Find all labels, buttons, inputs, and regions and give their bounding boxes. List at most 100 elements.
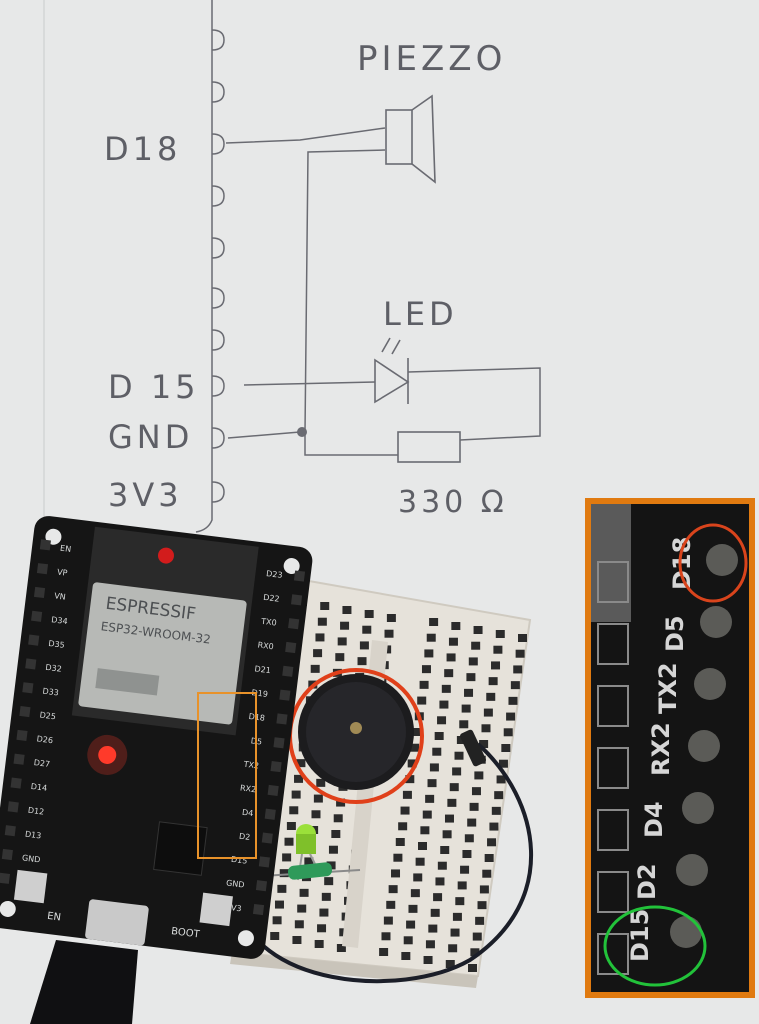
breadboard-hole: [489, 822, 499, 831]
inset-pin-pad: [688, 730, 720, 762]
breadboard-hole: [286, 822, 296, 830]
header-pin: [258, 856, 270, 868]
breadboard-hole: [445, 960, 455, 968]
breadboard-hole: [282, 853, 292, 862]
breadboard-hole: [479, 740, 489, 748]
breadboard-hole: [415, 857, 425, 866]
breadboard-hole: [291, 790, 301, 799]
breadboard-hole: [296, 759, 306, 768]
header-pin-label: GND: [226, 878, 245, 889]
inset-pin-pad: [670, 916, 702, 948]
breadboard-hole: [274, 900, 284, 909]
breadboard-hole: [466, 673, 476, 682]
header-pin: [10, 777, 22, 789]
breadboard-hole: [326, 861, 336, 870]
pin-d15-label: D 15: [108, 368, 200, 406]
header-pin: [7, 801, 19, 813]
led-label: LED: [383, 295, 458, 333]
pin-d18-label: D18: [104, 130, 181, 168]
breadboard-hole: [482, 869, 492, 878]
resistor-value-label: 330 Ω: [398, 485, 508, 520]
breadboard-hole: [464, 834, 474, 843]
header-pin: [28, 634, 40, 646]
inset-pin-pad: [676, 854, 708, 886]
breadboard-hole: [413, 873, 423, 882]
header-pin: [25, 658, 37, 670]
header-pin-label: D19: [251, 688, 268, 699]
inset-smd-pad: [597, 933, 629, 975]
header-pin-label: D23: [266, 569, 283, 580]
breadboard-hole: [450, 928, 460, 937]
breadboard-hole: [506, 712, 516, 721]
inset-pin-label: D18: [668, 537, 696, 590]
header-pin: [293, 570, 306, 582]
inset-smd-pad: [597, 561, 629, 603]
header-pin: [264, 808, 276, 820]
breadboard-hole: [508, 696, 518, 705]
breadboard-hole: [418, 842, 427, 850]
breadboard-hole: [462, 850, 472, 858]
header-pin-label: D35: [48, 639, 65, 650]
breadboard-hole: [420, 826, 430, 835]
breadboard-hole: [423, 956, 433, 964]
breadboard-hole: [426, 633, 436, 642]
left-header: ENVPVND34D35D32D33D25D26D27D14D12D13GNDV…: [0, 539, 72, 888]
breadboard-hole: [491, 661, 501, 670]
header-pin-label: D22: [263, 593, 280, 604]
piezo-buzzer: [298, 674, 414, 790]
breadboard-hole: [469, 802, 479, 811]
esp32-devkit: ESPRESSIF ESP32-WROOM-32 ENVPVND34D35D32…: [0, 516, 313, 959]
inset-pin-label: RX2: [647, 722, 675, 776]
inset-pin-pads: [597, 544, 738, 975]
breadboard-hole: [452, 767, 462, 776]
breadboard-hole: [297, 904, 307, 913]
header-pin-label: RX0: [257, 640, 274, 651]
breadboard-hole: [336, 944, 346, 952]
breadboard-hole: [319, 908, 329, 917]
header-pin: [252, 903, 265, 916]
breadboard-hole: [272, 916, 282, 925]
breadboard-hole: [515, 649, 525, 658]
breadboard-hole: [417, 696, 427, 705]
usb-cable: [30, 940, 138, 1024]
header-pin: [285, 641, 297, 654]
breadboard-hole: [435, 877, 445, 886]
header-pin: [261, 832, 273, 844]
breadboard-hole: [447, 798, 457, 807]
breadboard-hole: [441, 684, 451, 693]
en-button[interactable]: [13, 869, 48, 904]
breadboard-hole: [328, 845, 338, 854]
breadboard-hole: [430, 908, 440, 917]
breadboard-hole: [513, 665, 523, 674]
breadboard-hole: [402, 790, 412, 799]
header-pin-label: D2: [239, 832, 251, 842]
header-pin: [4, 825, 16, 837]
inset-pin-pad: [700, 606, 732, 638]
breadboard-hole: [472, 932, 482, 941]
piezo-symbol: [385, 94, 436, 184]
boot-button[interactable]: [199, 892, 233, 927]
breadboard-hole: [457, 881, 467, 890]
header-pin: [290, 594, 303, 606]
breadboard-hole: [444, 669, 454, 678]
breadboard-hole: [410, 889, 420, 898]
boot-button-label: BOOT: [171, 926, 202, 941]
breadboard-hole: [439, 700, 449, 709]
header-pin-label: TX0: [260, 617, 277, 628]
breadboard-hole: [333, 814, 343, 823]
breadboard-hole: [310, 664, 320, 673]
inset-smd-pad: [597, 809, 629, 851]
breadboard-hole: [320, 602, 330, 610]
header-pin: [19, 706, 31, 718]
breadboard-hole: [388, 885, 398, 894]
breadboard-hole: [410, 743, 420, 752]
breadboard-hole: [454, 751, 464, 760]
inset-smd-pad: [597, 747, 629, 789]
breadboard-hole: [384, 629, 394, 638]
breadboard-hole: [357, 657, 367, 666]
header-pin-label: D26: [36, 734, 53, 745]
header-pin: [1, 848, 13, 861]
inset-pin-label: D4: [640, 801, 668, 838]
breadboard-hole: [428, 924, 438, 933]
